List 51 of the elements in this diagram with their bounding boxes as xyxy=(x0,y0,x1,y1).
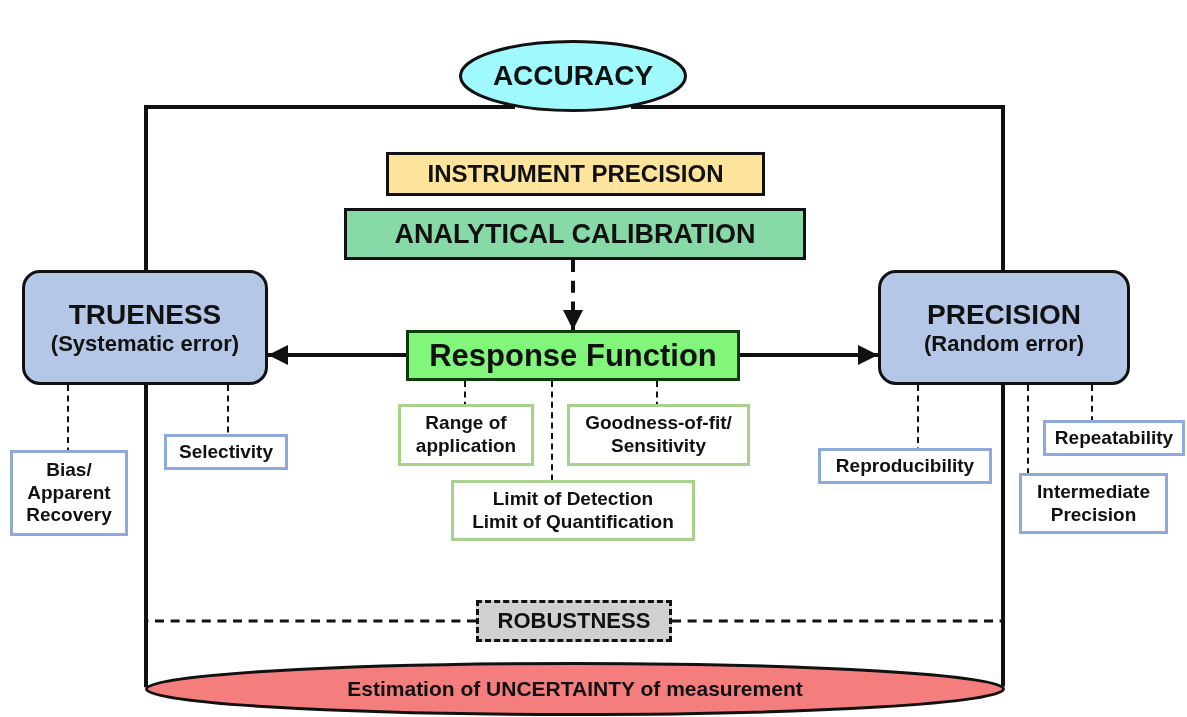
connector-line xyxy=(1001,385,1005,687)
arrow xyxy=(563,260,583,330)
item-box xyxy=(164,434,288,470)
node-title: ACCURACY xyxy=(492,59,654,93)
dashed-connector xyxy=(917,384,919,449)
process-box xyxy=(386,152,765,196)
connector-line xyxy=(144,385,148,688)
node-title: Range of application xyxy=(414,412,518,458)
item-box xyxy=(398,404,534,466)
item-box xyxy=(1043,420,1185,456)
node-title: TRUENESS xyxy=(68,297,222,332)
node-title: Estimation of UNCERTAINTY of measurement xyxy=(347,676,803,702)
connector-line xyxy=(144,105,515,270)
node-title: Intermediate Precision xyxy=(1036,480,1151,527)
arrow xyxy=(740,345,878,365)
process-box xyxy=(344,208,806,260)
node-title: ANALYTICAL CALIBRATION xyxy=(394,217,756,251)
item-box xyxy=(451,480,695,541)
item-box xyxy=(818,448,992,484)
node-title: Goodness-of-fit/ Sensitivity xyxy=(584,412,733,458)
dashed-connector xyxy=(551,380,553,481)
node-subtitle: (Systematic error) xyxy=(50,331,240,358)
process-box xyxy=(406,330,740,381)
arrow xyxy=(268,345,406,365)
dashed-connector xyxy=(227,384,229,435)
node-title: Repeatability xyxy=(1054,426,1174,450)
ellipse-node xyxy=(459,40,687,112)
dashed-connector xyxy=(1091,384,1093,421)
item-box xyxy=(10,450,128,536)
node-subtitle: (Random error) xyxy=(923,331,1085,358)
node-title: Bias/ Apparent Recovery xyxy=(25,458,113,528)
node-title: Limit of Detection xyxy=(492,487,654,511)
connector-line xyxy=(631,105,1005,270)
dashed-connector xyxy=(1027,384,1029,474)
dashed-connector xyxy=(67,384,69,451)
dashed-box xyxy=(476,600,672,642)
node-title: PRECISION xyxy=(927,297,1081,332)
rounded-box xyxy=(22,270,268,385)
node-title: Response Function xyxy=(429,336,717,375)
node-title: ROBUSTNESS xyxy=(497,607,651,635)
node-title: Selectivity xyxy=(179,440,273,464)
item-box xyxy=(1019,473,1168,534)
node-title: INSTRUMENT PRECISION xyxy=(427,159,724,189)
dashed-connector xyxy=(672,619,1001,623)
dashed-connector xyxy=(656,380,658,405)
node-title: Reproducibility xyxy=(835,454,975,478)
rounded-box xyxy=(878,270,1130,385)
node-text: Limit of Quantification xyxy=(472,510,674,534)
dashed-connector xyxy=(464,380,466,405)
item-box xyxy=(567,404,750,466)
ellipse-node xyxy=(145,662,1005,716)
